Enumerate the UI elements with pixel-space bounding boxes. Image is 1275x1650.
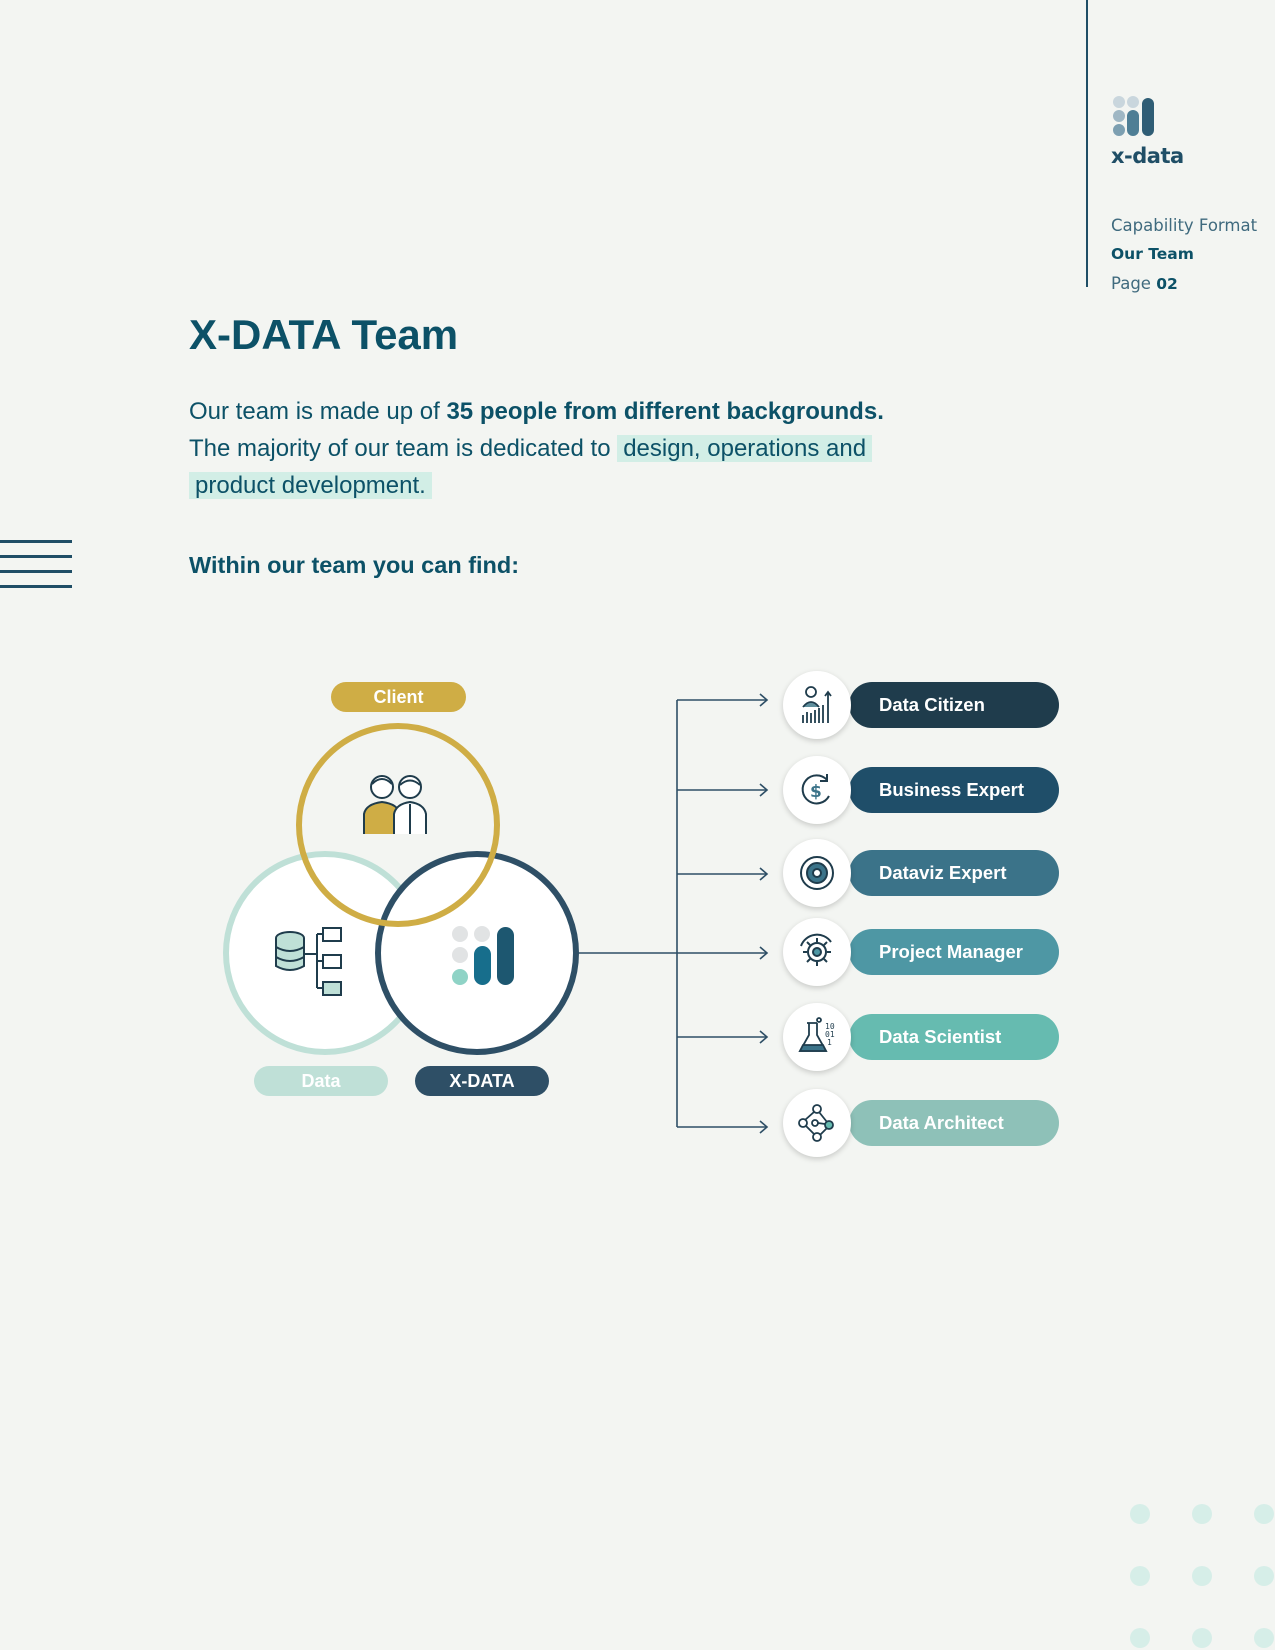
logo-text: x-data <box>1111 144 1184 168</box>
intro-bold: 35 people from different backgrounds. <box>446 398 884 425</box>
section-subheading: Within our team you can find: <box>189 552 520 578</box>
sidebar-divider <box>1086 0 1088 287</box>
target-icon <box>800 856 834 890</box>
page-number: 02 <box>1156 275 1178 293</box>
connector-arrows <box>677 693 769 1134</box>
role-icon-holder: 10 01 1 <box>783 1003 851 1071</box>
connector-lines <box>578 700 678 1127</box>
intro-paragraph: Our team is made up of 35 people from di… <box>189 393 949 504</box>
role-icon-holder <box>783 918 851 986</box>
role-label: Project Manager <box>849 929 1059 975</box>
section-label: Our Team <box>1111 245 1194 263</box>
svg-text:1: 1 <box>827 1038 832 1047</box>
gear-cycle-icon <box>800 933 832 966</box>
format-label: Capability Format <box>1111 216 1258 235</box>
xdata-circle-logo-icon <box>452 926 514 985</box>
page-indicator: Page 02 <box>1111 269 1257 299</box>
role-label: Data Citizen <box>849 682 1059 728</box>
role-label: Dataviz Expert <box>849 850 1059 896</box>
client-circle <box>296 723 500 927</box>
role-label: Business Expert <box>849 767 1059 813</box>
person-chart-icon <box>802 686 832 723</box>
role-icon-holder: $ <box>783 756 851 824</box>
flask-icon: 10 01 1 <box>798 1017 835 1052</box>
people-icon <box>363 775 427 834</box>
network-icon <box>798 1104 834 1142</box>
xdata-logo-icon <box>1113 96 1154 136</box>
svg-text:10: 10 <box>825 1022 835 1031</box>
page-prefix: Page <box>1111 274 1151 293</box>
role-label: Data Architect <box>849 1100 1059 1146</box>
menu-lines-icon <box>0 540 72 600</box>
page-title: X-DATA Team <box>189 311 459 358</box>
xdata-label: X-DATA <box>415 1066 549 1096</box>
dollar-refresh-icon: $ <box>801 774 830 805</box>
decorative-dots <box>1130 1504 1274 1648</box>
document-meta: Capability Format Our Team Page 02 <box>1111 211 1257 299</box>
role-label: Data Scientist <box>849 1014 1059 1060</box>
role-icon-holder <box>783 671 851 739</box>
intro-highlight-1: design, operations and <box>617 435 873 462</box>
intro-text-1: Our team is made up of <box>189 398 447 425</box>
intro-highlight-2: product development. <box>189 472 432 499</box>
role-icon-holder <box>783 1089 851 1157</box>
database-tree-icon <box>275 927 342 996</box>
team-diagram <box>223 693 769 1134</box>
data-label: Data <box>254 1066 388 1096</box>
intro-text-2: The majority of our team is dedicated to <box>189 435 618 462</box>
svg-text:$: $ <box>810 782 822 802</box>
svg-text:01: 01 <box>825 1030 835 1039</box>
role-icon-holder <box>783 839 851 907</box>
client-label: Client <box>331 682 466 712</box>
